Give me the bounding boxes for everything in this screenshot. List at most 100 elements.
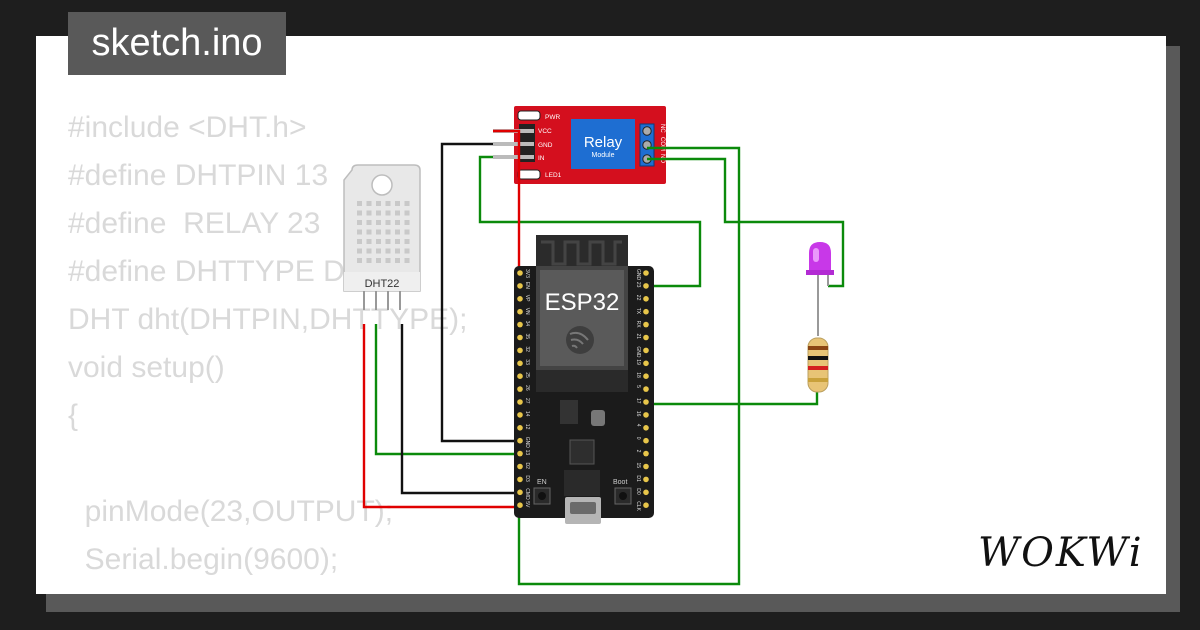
sensor-grille-hole xyxy=(366,220,372,225)
sensor-grille-hole xyxy=(357,258,362,263)
left-pin-33[interactable] xyxy=(517,360,523,367)
right-pin-label: 2 xyxy=(635,450,641,453)
left-pin-32[interactable] xyxy=(517,347,523,354)
left-pin-label: 5V xyxy=(524,501,530,508)
sensor-grille-hole xyxy=(404,229,410,235)
left-pin-EN[interactable] xyxy=(517,283,523,289)
espressif-logo-icon xyxy=(566,326,594,354)
left-pin-12[interactable] xyxy=(517,425,523,431)
sensor-grille-hole xyxy=(366,258,372,263)
right-pin-17[interactable] xyxy=(643,399,649,405)
left-pin-label: 34 xyxy=(524,321,530,327)
left-pin-label: 32 xyxy=(524,346,530,352)
wokwi-brand: WOKWi xyxy=(978,530,1144,576)
wokwi-logo-icon: WOKWi xyxy=(978,530,1144,576)
sensor-grille-hole xyxy=(366,239,372,244)
code-line: void setup() xyxy=(68,351,225,384)
right-pin-label: TX xyxy=(635,308,641,315)
left-pin-label: CMD xyxy=(524,488,530,500)
right-pin-label: 17 xyxy=(635,398,641,404)
right-pin-23[interactable] xyxy=(643,283,649,289)
left-pin-label: EN xyxy=(524,282,530,289)
code-line: DHT dht(DHTPIN,DHTTYPE); xyxy=(68,303,468,336)
right-pin-5[interactable] xyxy=(643,386,649,392)
sensor-grille-hole xyxy=(385,220,391,225)
right-pin-label: CLK xyxy=(635,501,641,511)
file-title: sketch.ino xyxy=(68,12,286,75)
sensor-grille-hole xyxy=(366,210,372,216)
code-line: { xyxy=(68,399,79,432)
sensor-grille-hole xyxy=(357,210,362,216)
left-pin-14[interactable] xyxy=(517,412,523,418)
relay-nc-label: NC xyxy=(659,124,665,133)
dht22-label: DHT22 xyxy=(365,278,400,290)
right-pin-4[interactable] xyxy=(643,425,649,431)
right-pin-CLK[interactable] xyxy=(643,502,649,509)
left-pin-34[interactable] xyxy=(517,321,523,328)
right-pin-label: RX xyxy=(635,321,641,329)
esp32-board[interactable]: ESP32 EN Boot 3V3ENVPVN34353233252627141… xyxy=(514,235,654,524)
right-pin-22[interactable] xyxy=(643,296,649,302)
right-pin-15[interactable] xyxy=(643,463,649,470)
right-pin-label: D0 xyxy=(635,488,641,495)
left-pin-VP[interactable] xyxy=(517,296,523,302)
left-pin-label: 26 xyxy=(524,385,530,391)
left-pin-label: D3 xyxy=(524,475,530,482)
wire-relay-gnd xyxy=(440,142,519,443)
right-pin-19[interactable] xyxy=(643,360,649,367)
sensor-grille-hole xyxy=(395,229,400,235)
left-pin-label: 25 xyxy=(524,372,530,378)
left-pin-13[interactable] xyxy=(517,450,523,457)
resistor-component[interactable] xyxy=(807,337,829,393)
right-pin-18[interactable] xyxy=(643,373,649,380)
left-pin-label: 33 xyxy=(524,359,530,365)
sensor-grille-hole xyxy=(366,248,372,254)
left-pin-D3[interactable] xyxy=(517,476,523,483)
relay-gnd-label: GND xyxy=(538,142,553,149)
wire-relay-no xyxy=(517,146,741,586)
right-pin-D0[interactable] xyxy=(643,489,649,496)
right-pin-label: GND xyxy=(635,269,641,281)
sensor-grille-hole xyxy=(385,229,391,235)
right-pin-TX[interactable] xyxy=(643,308,649,315)
right-pin-16[interactable] xyxy=(643,412,649,418)
left-pin-label: GND xyxy=(524,437,530,449)
left-pin-label: 13 xyxy=(524,450,530,456)
right-pin-RX[interactable] xyxy=(643,321,649,328)
relay-led-label: LED1 xyxy=(545,172,562,179)
sensor-grille-hole xyxy=(376,229,381,235)
wire-relay-in xyxy=(478,155,702,288)
right-pin-GND[interactable] xyxy=(643,347,649,354)
sensor-grille-hole xyxy=(376,210,381,216)
right-pin-21[interactable] xyxy=(643,334,649,341)
led-component[interactable] xyxy=(806,242,834,336)
left-pin-26[interactable] xyxy=(517,386,523,392)
sensor-grille-hole xyxy=(404,210,410,216)
left-pin-3V3[interactable] xyxy=(517,270,523,276)
en-button-label: EN xyxy=(537,479,547,486)
left-pin-D2[interactable] xyxy=(517,463,523,470)
right-pin-label: 22 xyxy=(635,295,641,301)
right-pin-0[interactable] xyxy=(643,437,649,444)
right-pin-label: 18 xyxy=(635,372,641,378)
left-pin-CMD[interactable] xyxy=(517,489,523,496)
sensor-grille-hole xyxy=(395,248,400,254)
left-pin-27[interactable] xyxy=(517,399,523,405)
left-pin-25[interactable] xyxy=(517,373,523,380)
relay-pwr-label: PWR xyxy=(545,114,560,121)
sensor-grille-hole xyxy=(385,248,391,254)
left-pin-35[interactable] xyxy=(517,334,523,341)
dht22-sensor[interactable]: DHT22 xyxy=(343,164,421,310)
relay-module[interactable]: PWR LED1 VCC GND IN Relay Module NC COM … xyxy=(493,106,666,184)
left-pin-label: 12 xyxy=(524,424,530,430)
right-pin-2[interactable] xyxy=(643,450,649,457)
left-pin-GND[interactable] xyxy=(517,437,523,444)
right-pin-label: 23 xyxy=(635,282,641,288)
relay-title: Relay xyxy=(584,134,623,151)
left-pin-VN[interactable] xyxy=(517,308,523,315)
left-pin-5V[interactable] xyxy=(517,502,523,509)
right-pin-D1[interactable] xyxy=(643,476,649,483)
right-pin-label: 0 xyxy=(635,437,641,440)
right-pin-GND[interactable] xyxy=(643,270,649,276)
